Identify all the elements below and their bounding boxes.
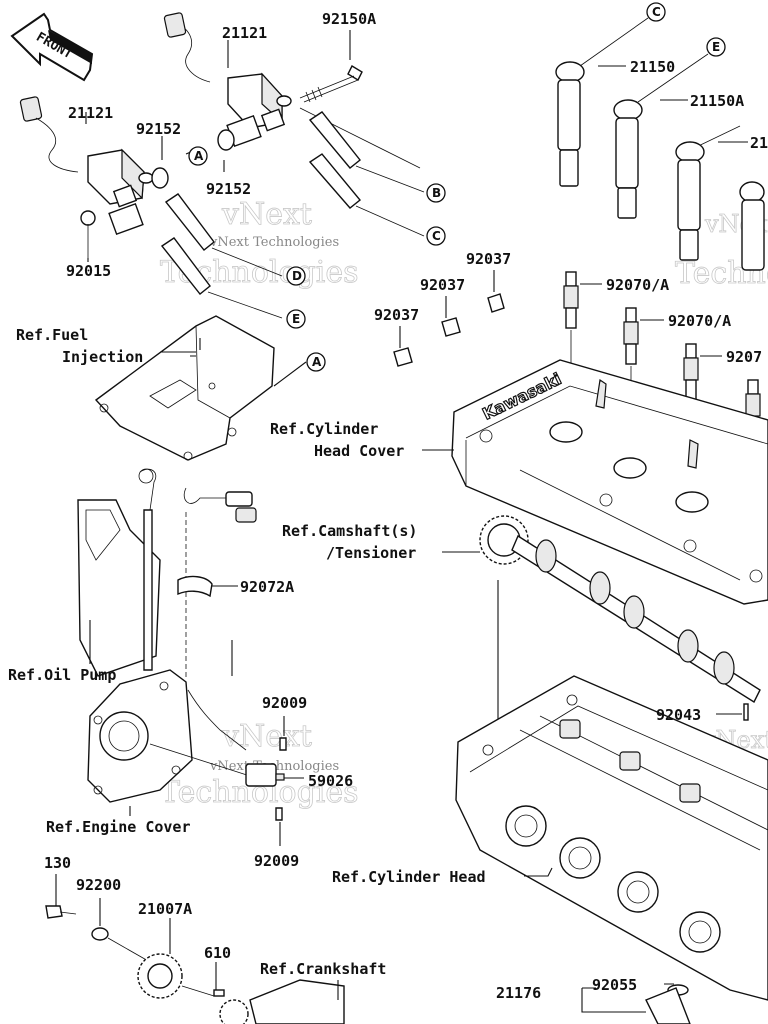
label-ref-cylinder-head: Ref.Cylinder Head	[332, 868, 486, 886]
label-21121: 21121	[222, 24, 267, 42]
callout-group-left: A B C D E A	[188, 146, 446, 372]
plug-cap-group	[160, 111, 425, 319]
label-92037: 92037	[420, 276, 465, 294]
callout-A: A	[312, 355, 322, 369]
callout-E: E	[712, 40, 720, 54]
label-ref-engine-cover: Ref.Engine Cover	[46, 818, 191, 836]
ignition-coil-upper	[163, 12, 421, 169]
callout-E: E	[292, 312, 300, 326]
label-92015: 92015	[66, 262, 111, 280]
cylinder-head	[455, 675, 768, 1001]
label-ref-crankshaft: Ref.Crankshaft	[260, 960, 386, 978]
label-92043: 92043	[656, 706, 701, 724]
label-ref-oil-pump: Ref.Oil Pump	[8, 666, 116, 684]
watermark-text: vNext Technologies	[209, 235, 339, 250]
callout-C: C	[652, 5, 661, 19]
spacer-92152-lower	[151, 167, 169, 189]
label-21150A: 21150A	[690, 92, 744, 110]
label-21150: 21150	[630, 58, 675, 76]
label-21121: 21121	[68, 104, 113, 122]
label-ref-head-cover: Head Cover	[314, 442, 404, 460]
label-92152: 92152	[136, 120, 181, 138]
ignition-coil-lower	[19, 96, 154, 258]
label-59026: 59026	[308, 772, 353, 790]
label-92150A: 92150A	[322, 10, 376, 28]
pin-92043	[743, 703, 749, 721]
pickup-coil-59026	[187, 689, 304, 846]
part-labels: 21121 92150A 21121 92152 92152 92015 211…	[8, 10, 768, 1002]
label-92070-partial: 9207	[726, 348, 762, 366]
label-92070A: 92070/A	[668, 312, 731, 330]
label-ref-tensioner: /Tensioner	[326, 544, 416, 562]
callout-D: D	[292, 269, 302, 283]
label-92055: 92055	[592, 976, 637, 994]
oil-pump-plate	[77, 468, 161, 677]
label-21150-partial: 21	[750, 134, 768, 152]
fuel-injection-bracket	[94, 315, 307, 461]
label-130: 130	[44, 854, 71, 872]
engine-cover	[87, 669, 251, 816]
label-92152: 92152	[206, 180, 251, 198]
label-92072A: 92072A	[240, 578, 294, 596]
cylinder-head-cover: Kawasaki	[422, 359, 768, 605]
front-arrow-icon: FRONT	[10, 12, 94, 82]
label-92037: 92037	[466, 250, 511, 268]
label-92037: 92037	[374, 306, 419, 324]
oring-92055	[581, 983, 691, 1024]
watermark-text: vNext	[221, 719, 312, 754]
rotor-assembly	[45, 874, 345, 1024]
camshaft	[442, 515, 761, 720]
label-92009: 92009	[254, 852, 299, 870]
label-610: 610	[204, 944, 231, 962]
callout-A: A	[194, 149, 204, 163]
spacer-92152-upper	[217, 129, 235, 151]
label-21007A: 21007A	[138, 900, 192, 918]
label-ref-fuel: Ref.Fuel	[16, 326, 88, 344]
label-92200: 92200	[76, 876, 121, 894]
label-ref-cylinder: Ref.Cylinder	[270, 420, 378, 438]
callout-B: B	[432, 186, 441, 200]
bolt-92150A	[299, 65, 363, 103]
label-ref-camshaft: Ref.Camshaft(s)	[282, 522, 417, 540]
label-ref-fuel-injection: Injection	[62, 348, 143, 366]
label-92070A: 92070/A	[606, 276, 669, 294]
spark-plug-wires: C E	[555, 2, 765, 271]
clips-92037	[393, 270, 505, 367]
watermark-text: vNext	[221, 197, 312, 232]
label-92009: 92009	[262, 694, 307, 712]
label-21176: 21176	[496, 984, 541, 1002]
callout-C: C	[432, 229, 441, 243]
sensor-wire	[177, 487, 257, 680]
